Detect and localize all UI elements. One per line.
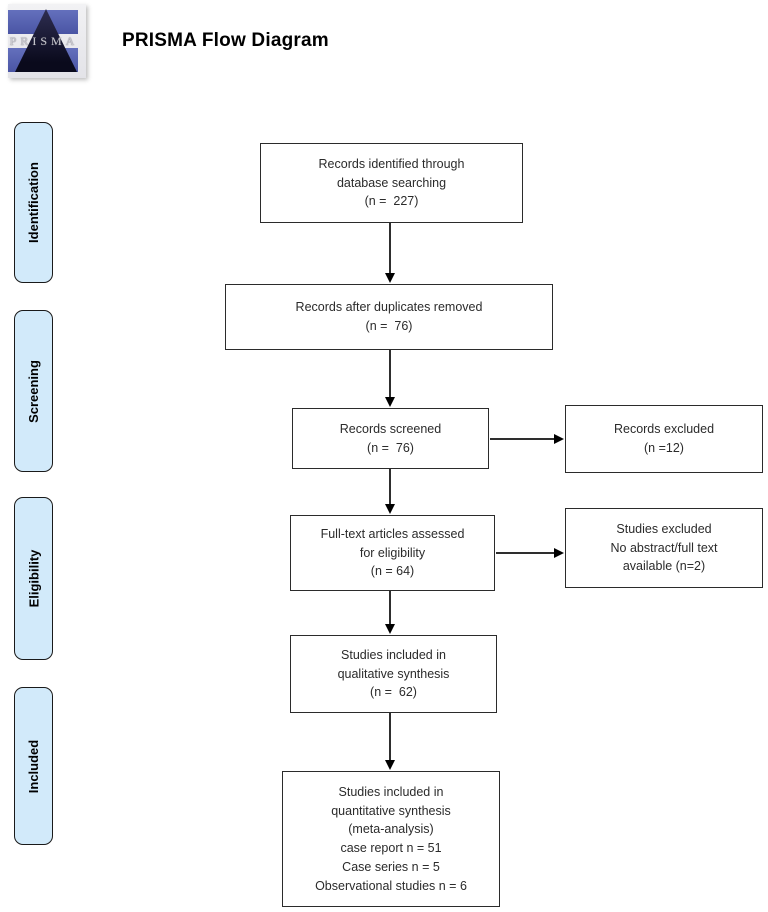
box-studies-excluded: Studies excluded No abstract/full text a…	[565, 508, 763, 588]
arrow-right-icon	[496, 548, 564, 558]
box-text: Records identified through database sear…	[318, 156, 465, 209]
box-quantitative-synthesis: Studies included in quantitative synthes…	[282, 771, 500, 907]
phase-label: Screening	[26, 359, 42, 423]
box-qualitative-synthesis: Studies included in qualitative synthesi…	[290, 635, 497, 713]
box-text: Studies included in quantitative synthes…	[315, 784, 467, 893]
logo-wordmark: PRISMA	[9, 34, 79, 48]
arrow-right-icon	[490, 434, 564, 444]
phase-label: Eligibility	[26, 549, 42, 608]
box-text: Records excluded (n =12)	[613, 422, 715, 455]
arrow-down-icon	[385, 713, 395, 770]
phase-screening: Screening	[14, 310, 53, 472]
box-text: Studies included in qualitative synthesi…	[337, 647, 450, 700]
phase-identification: Identification	[14, 122, 53, 283]
page-title: PRISMA Flow Diagram	[122, 30, 329, 51]
box-text: Studies excluded No abstract/full text a…	[610, 521, 718, 574]
box-records-identified: Records identified through database sear…	[260, 143, 523, 223]
phase-included: Included	[14, 687, 53, 845]
arrow-down-icon	[385, 223, 395, 283]
box-text: Records after duplicates removed (n = 76…	[295, 300, 483, 333]
box-fulltext-assessed: Full-text articles assessed for eligibil…	[290, 515, 495, 591]
box-records-excluded: Records excluded (n =12)	[565, 405, 763, 473]
box-text: Full-text articles assessed for eligibil…	[320, 526, 465, 579]
phase-eligibility: Eligibility	[14, 497, 53, 660]
arrow-down-icon	[385, 350, 395, 407]
box-duplicates-removed: Records after duplicates removed (n = 76…	[225, 284, 553, 350]
phase-label: Identification	[26, 162, 42, 243]
arrow-down-icon	[385, 591, 395, 634]
box-text: Records screened (n = 76)	[339, 421, 442, 455]
phase-label: Included	[26, 739, 42, 793]
arrow-down-icon	[385, 469, 395, 514]
prisma-logo: PRISMA	[8, 4, 86, 78]
box-records-screened: Records screened (n = 76)	[292, 408, 489, 469]
